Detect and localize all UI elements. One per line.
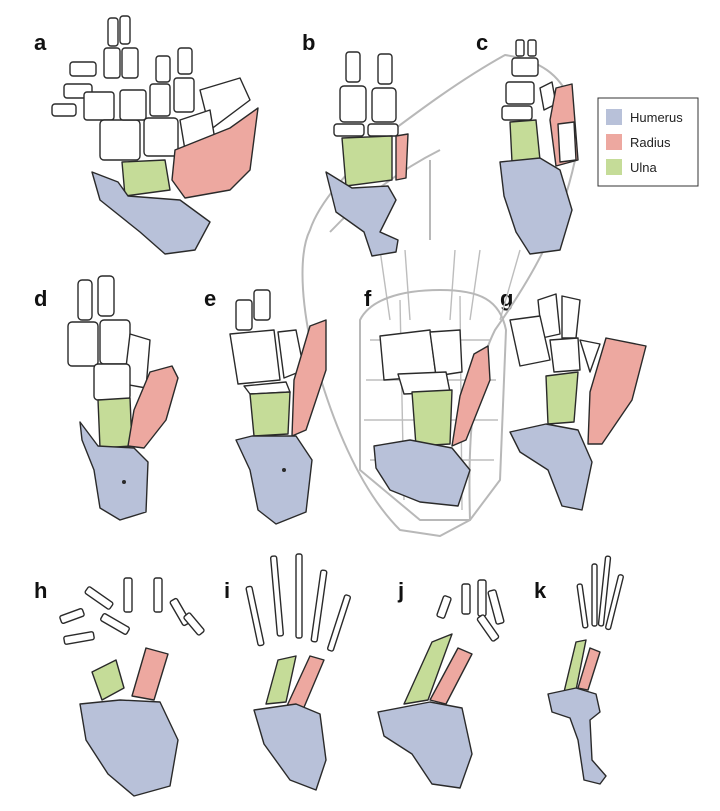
panel-label-e: e bbox=[204, 286, 216, 311]
panel-f-radius bbox=[451, 345, 491, 447]
panel-g-humerus bbox=[509, 423, 593, 511]
panel-e-radius bbox=[291, 319, 327, 437]
panel-f-humerus bbox=[373, 439, 471, 507]
panel-k-radius bbox=[577, 647, 601, 691]
panel-a-radius bbox=[171, 107, 259, 199]
panel-e-humerus bbox=[235, 435, 313, 525]
panel-f-digits bbox=[379, 329, 463, 395]
panel-e-digits bbox=[229, 289, 305, 395]
panel-label-a: a bbox=[34, 30, 47, 55]
panel-label-b: b bbox=[302, 30, 315, 55]
panel-d-radius bbox=[127, 365, 179, 449]
panel-b-digits bbox=[333, 51, 399, 137]
panel-h-skeleton bbox=[59, 577, 205, 797]
panel-i-skeleton bbox=[245, 553, 351, 791]
legend-swatch-radius bbox=[606, 134, 622, 150]
panel-i-digits bbox=[245, 553, 351, 652]
panel-h-digits bbox=[59, 577, 205, 645]
panel-g-digits bbox=[509, 293, 601, 373]
panel-j-skeleton bbox=[377, 579, 505, 789]
panel-label-h: h bbox=[34, 578, 47, 603]
panel-d-humerus bbox=[79, 421, 149, 521]
panel-h-radius bbox=[131, 647, 169, 701]
panel-a-skeleton bbox=[51, 15, 259, 255]
panel-c-digits bbox=[501, 39, 557, 121]
panel-label-k: k bbox=[534, 578, 547, 603]
panel-h-humerus bbox=[79, 699, 179, 797]
panel-label-i: i bbox=[224, 578, 230, 603]
panel-label-c: c bbox=[476, 30, 488, 55]
panel-f-skeleton bbox=[359, 289, 507, 521]
panel-i-ulna bbox=[265, 655, 297, 705]
legend: Humerus Radius Ulna bbox=[597, 97, 699, 187]
panel-j-radius bbox=[429, 647, 473, 705]
legend-swatch-humerus bbox=[606, 109, 622, 125]
panel-k-digits bbox=[576, 555, 624, 631]
panel-e-skeleton bbox=[229, 289, 327, 525]
legend-label-humerus: Humerus bbox=[630, 110, 683, 125]
panel-h-ulna bbox=[91, 659, 125, 701]
panel-b-skeleton bbox=[325, 51, 409, 257]
panel-d-digits bbox=[67, 275, 151, 401]
panel-f-ulna bbox=[411, 389, 453, 447]
panel-d-ulna bbox=[97, 397, 133, 449]
panel-d-skeleton bbox=[67, 275, 179, 521]
panel-g-skeleton bbox=[509, 293, 647, 511]
panel-g-ulna bbox=[545, 371, 579, 425]
legend-swatch-ulna bbox=[606, 159, 622, 175]
panel-e-ulna bbox=[249, 391, 291, 437]
panel-b-humerus bbox=[325, 171, 399, 257]
panel-g-radius bbox=[587, 337, 647, 445]
panel-j-digits bbox=[436, 579, 505, 642]
panel-b-ulna bbox=[341, 135, 393, 187]
panel-label-d: d bbox=[34, 286, 47, 311]
legend-label-radius: Radius bbox=[630, 135, 671, 150]
panel-j-ulna bbox=[403, 633, 453, 705]
panel-d-foramen bbox=[122, 480, 126, 484]
panel-j-humerus bbox=[377, 701, 473, 789]
panel-c-ulna bbox=[509, 119, 541, 163]
panel-i-humerus bbox=[253, 703, 327, 791]
panel-label-f: f bbox=[364, 286, 372, 311]
panel-label-j: j bbox=[397, 578, 404, 603]
panel-a-ulna bbox=[121, 159, 171, 197]
legend-label-ulna: Ulna bbox=[630, 160, 658, 175]
panel-c-skeleton bbox=[499, 39, 579, 255]
panel-a-digits bbox=[51, 15, 251, 161]
panel-k-humerus bbox=[547, 687, 607, 785]
panel-a-humerus bbox=[91, 171, 211, 255]
panel-b-radius bbox=[395, 133, 409, 181]
panel-c-humerus bbox=[499, 157, 573, 255]
panel-c-radius-fragment bbox=[557, 121, 577, 163]
panel-k-skeleton bbox=[547, 555, 624, 785]
panel-e-foramen bbox=[282, 468, 286, 472]
